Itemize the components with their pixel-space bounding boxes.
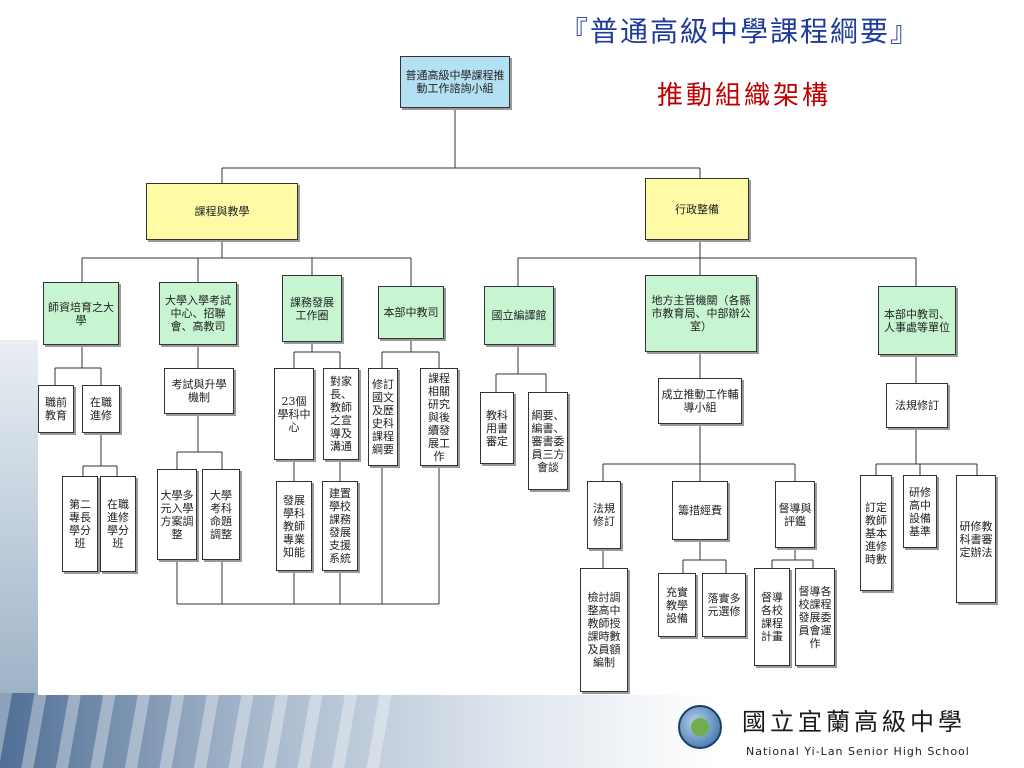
node-reg-revise-label: 法規修訂 [593,502,615,528]
node-parents: 對家長、教師之宣導及溝通 [323,368,359,460]
node-supervise-plan-label: 督導各校課程計畫 [761,591,783,643]
node-promo-group: 成立推動工作輔導小組 [658,378,742,424]
node-review-hours-label: 檢討調整高中教師授課時數及員額編制 [587,591,621,669]
node-equip-std: 研修高中設備基準 [903,475,937,548]
node-textbook-rules-label: 研修教科書審定辦法 [959,519,993,559]
node-second-credit: 第二專長學分班 [62,476,98,572]
node-textbook-label: 教科用書審定 [486,408,508,448]
node-reg-revise: 法規修訂 [587,481,621,549]
node-research: 課程相關研究與後續發展工作 [420,368,458,466]
node-dev-team: 課務發展工作圈 [282,275,342,342]
node-supervise-committee-label: 督導各校課程發展委員會運作 [798,584,832,650]
node-school-support: 建置學校課務發展支援系統 [322,481,358,571]
node-parents-label: 對家長、教師之宣導及溝通 [330,375,352,453]
node-multi-admission-label: 大學多元入學方案調整 [160,488,194,541]
node-school-support-label: 建置學校課務發展支援系統 [329,487,351,565]
node-personnel: 本部中教司、人事處等單位 [878,286,956,355]
node-second-credit-label: 第二專長學分班 [69,498,91,550]
node-multi-admission: 大學多元入學方案調整 [157,469,197,560]
page-title: 『普通高級中學課程綱要』 [560,15,921,48]
node-teacher-hours: 訂定教師基本進修時數 [860,475,892,591]
node-inservice-credit-label: 在職進修學分班 [107,498,129,550]
node-dev-team-label: 課務發展工作圈 [290,295,334,322]
node-subj23: 23個學科中心 [274,368,314,460]
node-personnel-label: 本部中教司、人事處等單位 [884,307,950,334]
page-subtitle: 推動組織架構 [657,81,832,111]
node-curriculum-label: 課程與教學 [194,205,250,218]
school-emblem-icon [678,705,722,749]
school-name-en: National Yi-Lan Senior High School [746,745,970,758]
node-admin: 行政整備 [645,178,749,240]
node-textbook: 教科用書審定 [480,392,514,464]
node-supervise-label: 督導與評鑑 [778,501,812,528]
node-exam-promo-label: 考試與升學機制 [171,378,227,404]
node-local-gov-label: 地方主管機關（各縣市教育局、中部辦公室） [651,294,751,333]
node-electives-label: 落實多元選修 [707,592,741,618]
node-central-edu-label: 本部中教司 [383,306,439,319]
background-building-stripes [0,693,400,768]
node-funding: 籌措經費 [672,481,728,540]
node-preservice-label: 職前教育 [45,396,67,422]
node-dev-prof-label: 發展學科教師專業知能 [283,493,305,559]
node-meeting: 綱要、編書、審書委員三方會談 [528,392,568,490]
node-revise-chinese: 修訂國文及歷史科課程綱要 [368,368,398,466]
node-central-edu: 本部中教司 [378,286,444,339]
node-revise-chinese-label: 修訂國文及歷史科課程綱要 [372,378,394,456]
node-meeting-label: 綱要、編書、審書委員三方會談 [531,408,565,474]
node-promo-group-label: 成立推動工作輔導小組 [661,388,739,414]
node-subj23-label: 23個學科中心 [277,394,311,434]
node-supervise: 督導與評鑑 [775,481,815,548]
node-root: 普通高級中學課程推動工作諮詢小組 [400,56,510,108]
node-inservice-label: 在職進修 [90,396,112,422]
node-inservice-credit: 在職進修學分班 [100,476,136,572]
node-teacher-hours-label: 訂定教師基本進修時數 [865,500,887,566]
node-nict: 國立編譯館 [484,286,554,345]
node-inservice: 在職進修 [82,385,120,433]
node-review-hours: 檢討調整高中教師授課時數及員額編制 [580,568,628,692]
node-reg-revise-personnel: 法規修訂 [886,383,948,428]
node-research-label: 課程相關研究與後續發展工作 [428,371,450,463]
node-teacher-univ: 師資培育之大學 [43,282,119,345]
node-equip-std-label: 研修高中設備基準 [909,485,931,538]
node-exam-promo: 考試與升學機制 [164,368,234,414]
school-emblem-center [691,718,709,736]
node-funding-label: 籌措經費 [678,504,722,517]
node-equipment-label: 充實教學設備 [666,585,688,625]
node-admin-label: 行政整備 [675,202,719,216]
background-gradient-bottom [0,693,1024,768]
node-electives: 落實多元選修 [702,573,746,637]
node-exam-adjust-label: 大學考科命題調整 [210,488,232,541]
node-equipment: 充實教學設備 [658,573,696,637]
chart-canvas [38,40,1014,695]
school-name-cn: 國立宜蘭高級中學 [742,708,966,736]
node-teacher-univ-label: 師資培育之大學 [48,300,114,327]
node-root-label: 普通高級中學課程推動工作諮詢小組 [405,69,505,95]
node-textbook-rules: 研修教科書審定辦法 [956,475,996,603]
node-college-exam: 大學入學考試中心、招聯會、高教司 [159,282,237,345]
node-college-exam-label: 大學入學考試中心、招聯會、高教司 [165,294,231,333]
node-reg-revise-personnel-label: 法規修訂 [895,399,939,412]
node-dev-prof: 發展學科教師專業知能 [276,481,312,571]
node-supervise-plan: 督導各校課程計畫 [754,568,790,666]
node-preservice: 職前教育 [38,385,74,433]
node-nict-label: 國立編譯館 [491,309,547,322]
node-exam-adjust: 大學考科命題調整 [202,469,240,560]
node-local-gov: 地方主管機關（各縣市教育局、中部辦公室） [645,275,757,352]
node-curriculum: 課程與教學 [146,183,298,240]
node-supervise-committee: 督導各校課程發展委員會運作 [795,568,835,666]
